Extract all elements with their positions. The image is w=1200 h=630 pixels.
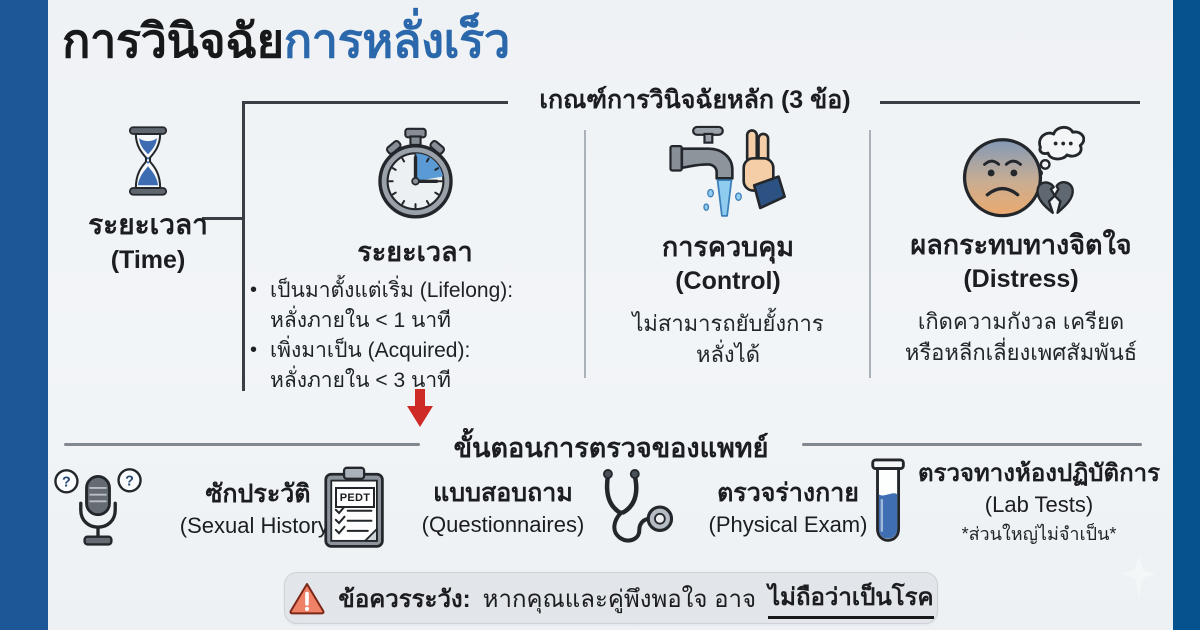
- exam-item-physical-subtitle: (Physical Exam): [708, 511, 868, 537]
- exam-item-questionnaires-text: แบบสอบถาม (Questionnaires): [388, 477, 618, 539]
- hourglass-icon: [128, 126, 168, 196]
- column2-title-en: (Control): [675, 267, 781, 296]
- column-divider-1: [584, 130, 586, 378]
- exam-item-physical-text: ตรวจร่างกาย (Physical Exam): [676, 477, 900, 539]
- exam-item-physical-title: ตรวจร่างกาย: [717, 478, 859, 507]
- pedt-badge: PEDT: [335, 487, 375, 508]
- page-title: การวินิจฉัยการหลั่งเร็ว: [62, 10, 510, 71]
- page-title-part1: การวินิจฉัย: [62, 14, 284, 67]
- exam-item-physical: ตรวจร่างกาย (Physical Exam): [590, 466, 900, 550]
- criteria-column-control: การควบคุม (Control) ไม่สามารถยับยั้งการ …: [596, 122, 860, 371]
- criteria-column-time: ระยะเวลา • เป็นมาตั้งแต่เริ่ม (Lifelong)…: [250, 118, 580, 395]
- column-divider-2: [869, 130, 871, 378]
- column2-body-line2: หลั่งได้: [695, 342, 761, 368]
- microphone-icon: ? ?: [54, 468, 142, 546]
- warning-text: หากคุณและคู่พึงพอใจ อาจ: [482, 585, 757, 613]
- column3-body-line1: เกิดความกังวล เครียด: [917, 308, 1125, 334]
- bullet-acquired-label: เพิ่งมาเป็น (Acquired):: [270, 338, 471, 362]
- bullet-marker: •: [250, 279, 258, 302]
- exam-item-questionnaires-subtitle: (Questionnaires): [421, 511, 585, 537]
- exam-header-line-left: [64, 443, 420, 446]
- column1-title: ระยะเวลา: [357, 237, 473, 267]
- column3-title-en: (Distress): [963, 265, 1079, 294]
- exam-item-history: ? ? ซักประวัติ (Sexual History): [54, 466, 374, 552]
- stopwatch-icon: [377, 127, 453, 219]
- clipboard-icon-wrap: PEDT: [322, 466, 388, 550]
- column2-title: การควบคุม: [661, 232, 795, 262]
- warning-triangle-icon: [289, 582, 325, 614]
- bullet-marker: •: [250, 338, 258, 361]
- bullet-lifelong-detail: หลั่งภายใน < 1 นาที: [270, 308, 451, 332]
- criteria-bracket-vertical-line: [242, 101, 245, 391]
- test-tube-icon: [871, 458, 905, 542]
- column2-body: ไม่สามารถยับยั้งการ หลั่งได้: [632, 308, 823, 372]
- bullet-acquired: • เพิ่งมาเป็น (Acquired): หลั่งภายใน < 3…: [250, 336, 513, 396]
- exam-item-lab-text: ตรวจทางห้องปฏิบัติการ (Lab Tests) *ส่วนใ…: [912, 458, 1166, 547]
- distress-face-icon: [962, 126, 1085, 218]
- page-title-part2: การหลั่งเร็ว: [283, 14, 511, 67]
- faucet-hand-icon: [669, 125, 786, 217]
- column3-body: เกิดความกังวล เครียด หรือหลีกเลี่ยงเพศสั…: [905, 306, 1137, 370]
- exam-item-history-subtitle: (Sexual History): [179, 512, 337, 538]
- warning-label: ข้อควรระวัง:: [338, 585, 471, 613]
- criteria-column-distress: ผลกระทบทางจิตใจ (Distress) เกิดความกังวล…: [876, 120, 1166, 369]
- left-border-bar: [0, 0, 48, 630]
- column3-title: ผลกระทบทางจิตใจ: [910, 230, 1132, 260]
- red-arrow-down-icon: [407, 389, 433, 427]
- exam-item-lab-note: *ส่วนใหญ่ไม่จำเป็น*: [961, 524, 1117, 545]
- time-label-en: (Time): [110, 245, 186, 274]
- question-mark-right: ?: [125, 474, 134, 490]
- question-mark-left: ?: [62, 475, 71, 491]
- time-block: ระยะเวลา (Time): [58, 124, 238, 276]
- bullet-lifelong: • เป็นมาตั้งแต่เริ่ม (Lifelong): หลั่งภา…: [250, 276, 513, 336]
- warning-banner: ข้อควรระวัง: หากคุณและคู่พึงพอใจ อาจ ไม่…: [284, 572, 938, 624]
- flow-arrow: [402, 389, 438, 427]
- stethoscope-icon: [602, 469, 674, 543]
- exam-item-lab-subtitle: (Lab Tests): [984, 491, 1094, 517]
- exam-item-history-title: ซักประวัติ: [205, 479, 311, 508]
- criteria-header-line-left: [243, 101, 508, 104]
- warning-emphasis: ไม่ถือว่าเป็นโรค: [768, 577, 934, 619]
- exam-item-lab-title: ตรวจทางห้องปฏิบัติการ: [917, 460, 1161, 488]
- exam-header-line-right: [802, 443, 1142, 446]
- exam-section-header: ขั้นตอนการตรวจของแพทย์: [453, 433, 769, 463]
- watermark-logo: [1118, 552, 1160, 602]
- exam-item-questionnaires: PEDT แบบสอบถาม (Questionnaires): [322, 466, 618, 550]
- exam-item-questionnaires-title: แบบสอบถาม: [433, 478, 573, 507]
- time-label: ระยะเวลา: [88, 209, 208, 240]
- criteria-section-header: เกณฑ์การวินิจฉัยหลัก (3 ข้อ): [539, 86, 851, 114]
- bullet-lifelong-label: เป็นมาตั้งแต่เริ่ม (Lifelong):: [270, 279, 514, 303]
- clipboard-icon: [324, 466, 384, 548]
- column1-bullet-list: • เป็นมาตั้งแต่เริ่ม (Lifelong): หลั่งภา…: [250, 276, 513, 395]
- column2-body-line1: ไม่สามารถยับยั้งการ: [632, 310, 824, 336]
- right-border-bar: [1173, 0, 1200, 630]
- bullet-acquired-detail: หลั่งภายใน < 3 นาที: [270, 368, 451, 392]
- time-connector-line: [202, 217, 242, 220]
- column3-body-line2: หรือหลีกเลี่ยงเพศสัมพันธ์: [904, 340, 1138, 366]
- exam-item-history-text: ซักประวัติ (Sexual History): [142, 478, 374, 540]
- criteria-header-line-right: [880, 101, 1140, 104]
- exam-item-lab: ตรวจทางห้องปฏิบัติการ (Lab Tests) *ส่วนใ…: [866, 458, 1166, 548]
